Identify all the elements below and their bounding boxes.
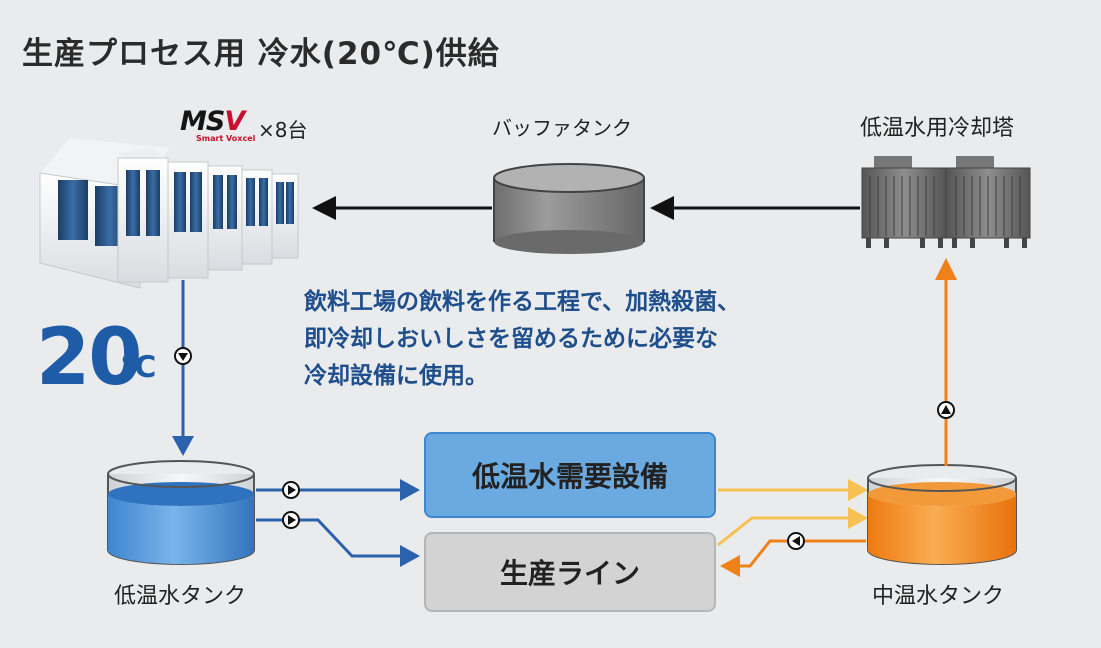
cooling-tower-icon: [861, 156, 1031, 248]
low-temp-tank-icon: [107, 460, 255, 565]
cooling-tower-label: 低温水用冷却塔: [860, 116, 1015, 141]
pump-icon: [174, 347, 192, 365]
description: 飲料工場の飲料を作る工程で、加熱殺菌、 即冷却しおいしさを留めるために必要な 冷…: [304, 284, 740, 395]
description-line: 飲料工場の飲料を作る工程で、加熱殺菌、: [304, 289, 741, 315]
return-arrow-buffer-to-chiller: [312, 196, 492, 220]
pump-icon: [282, 481, 300, 499]
arrow-head-icon: [935, 258, 957, 280]
buffer-tank-icon: [493, 163, 645, 254]
page-title: 生産プロセス用 冷水(20℃)供給: [22, 36, 500, 72]
brand-logo: MSV: [180, 106, 245, 137]
cold-supply-line: [172, 280, 194, 456]
arrow-head-icon: [172, 436, 194, 456]
low-temp-demand-equipment-box: 低温水需要設備: [424, 432, 716, 518]
cold-line-to-demand: [256, 479, 420, 501]
chiller-module: [117, 148, 169, 283]
chiller-unit-icon: [39, 138, 299, 289]
arrow-head-icon: [848, 479, 868, 501]
chiller-module: [271, 173, 299, 259]
production-line-box: 生産ライン: [424, 532, 716, 612]
pump-icon: [787, 532, 805, 550]
low-temp-tank-label: 低温水タンク: [114, 584, 247, 609]
temperature-unit: ℃: [120, 350, 157, 385]
mid-temp-tank-icon: [867, 464, 1017, 565]
mid-temp-tank-label: 中温水タンク: [872, 584, 1005, 609]
arrow-head-icon: [650, 196, 674, 220]
temperature-value: 20: [36, 313, 143, 403]
buffer-tank-label: バッファタンク: [492, 116, 632, 140]
arrow-head-icon: [400, 479, 420, 501]
hot-line-to-production: [720, 532, 866, 577]
chiller-module: [167, 161, 209, 279]
return-arrow-tower-to-buffer: [650, 196, 860, 220]
warm-return-from-production: [717, 507, 868, 547]
cold-line-to-production: [256, 511, 420, 567]
brand-sub: Smart Voxcel: [196, 134, 256, 143]
arrow-head-icon: [312, 196, 336, 220]
chiller-count: ×8台: [258, 118, 308, 142]
arrow-head-icon: [720, 555, 740, 577]
pump-icon: [282, 511, 300, 529]
pump-icon: [937, 401, 955, 419]
arrow-head-icon: [848, 507, 868, 529]
description-line: 即冷却しおいしさを留めるために必要な: [304, 326, 718, 352]
description-line: 冷却設備に使用。: [304, 363, 488, 389]
chiller-module: [241, 169, 273, 265]
arrow-head-icon: [400, 545, 420, 567]
chiller-module: [207, 165, 243, 271]
warm-return-from-demand: [718, 479, 868, 501]
hot-line-to-cooling-tower: [935, 258, 957, 466]
